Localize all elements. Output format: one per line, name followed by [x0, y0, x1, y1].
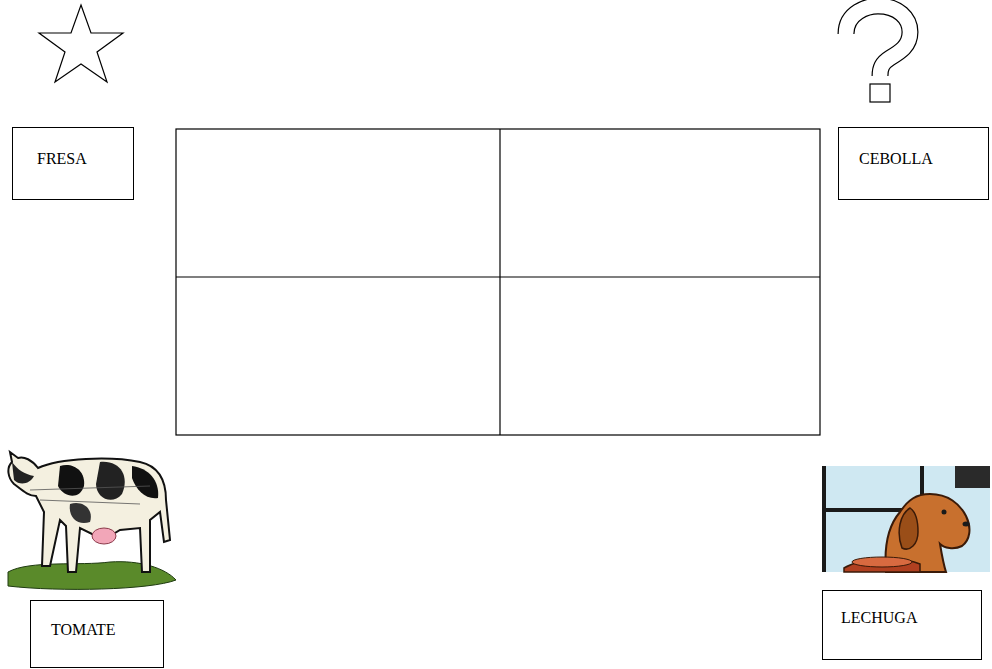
star-symbol	[39, 5, 123, 82]
word-box: LECHUGA	[822, 590, 982, 660]
dog-illustration	[822, 466, 990, 572]
cow-illustration	[8, 452, 176, 589]
word-label: TOMATE	[51, 621, 116, 639]
word-box: TOMATE	[30, 600, 164, 668]
word-label: LECHUGA	[841, 609, 917, 627]
word-label: FRESA	[37, 150, 87, 168]
question-mark-symbol	[846, 6, 910, 102]
word-box: FRESA	[12, 127, 134, 200]
empty-grid	[176, 129, 820, 435]
word-box: CEBOLLA	[838, 127, 989, 200]
word-label: CEBOLLA	[859, 150, 933, 168]
